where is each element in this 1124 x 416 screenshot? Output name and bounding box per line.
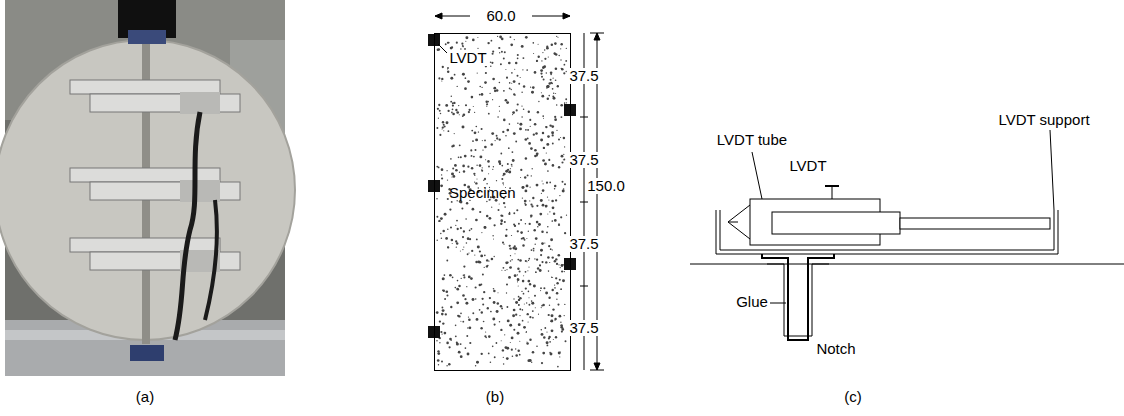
dimension-text: 150.0 bbox=[585, 178, 627, 195]
part-label: LVDT tube bbox=[715, 132, 789, 149]
dimension-text: 37.5 bbox=[567, 236, 600, 253]
test-photo bbox=[0, 0, 295, 376]
lvdt-markers bbox=[428, 34, 576, 338]
panel-caption: (b) bbox=[486, 389, 504, 406]
specimen-box: Specimen bbox=[434, 33, 571, 371]
lvdt-label: LVDT bbox=[447, 50, 488, 67]
specimen-label: Specimen bbox=[449, 184, 516, 201]
dimension-text: 37.5 bbox=[567, 68, 600, 85]
dimension-text: 37.5 bbox=[567, 152, 600, 169]
part-label: Glue bbox=[734, 294, 770, 311]
part-label: LVDT bbox=[787, 158, 828, 175]
panel-caption: (a) bbox=[136, 389, 154, 406]
panel-caption: (c) bbox=[844, 389, 862, 406]
part-label: LVDT support bbox=[996, 112, 1091, 129]
part-label: Notch bbox=[814, 341, 857, 358]
dimension-lines bbox=[435, 13, 604, 370]
dimension-text: 37.5 bbox=[567, 320, 600, 337]
concrete-stipple bbox=[436, 36, 567, 368]
lvdt-detail bbox=[690, 130, 1124, 340]
dimension-text: 60.0 bbox=[484, 8, 517, 25]
